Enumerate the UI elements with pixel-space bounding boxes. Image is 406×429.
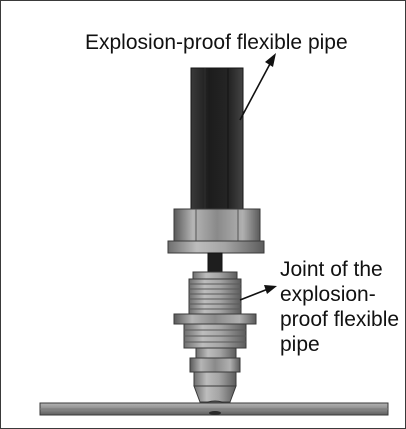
hex-nut bbox=[167, 208, 265, 254]
arrow-to-joint bbox=[239, 285, 277, 301]
label-joint-line-4: pipe bbox=[280, 333, 320, 356]
flexible-pipe bbox=[190, 67, 244, 212]
label-joint: Joint of the explosion- proof flexible p… bbox=[280, 257, 399, 357]
label-flexible-pipe: Explosion-proof flexible pipe bbox=[85, 31, 348, 54]
label-joint-line-1: Joint of the bbox=[280, 258, 383, 281]
label-joint-line-2: explosion- bbox=[280, 283, 376, 306]
base-plate bbox=[39, 402, 389, 416]
threaded-joint bbox=[173, 271, 257, 349]
label-joint-line-3: proof flexible bbox=[280, 308, 400, 331]
connector-stem bbox=[207, 252, 223, 274]
lower-fitting bbox=[189, 347, 241, 408]
arrow-to-flexible-pipe bbox=[239, 53, 276, 121]
